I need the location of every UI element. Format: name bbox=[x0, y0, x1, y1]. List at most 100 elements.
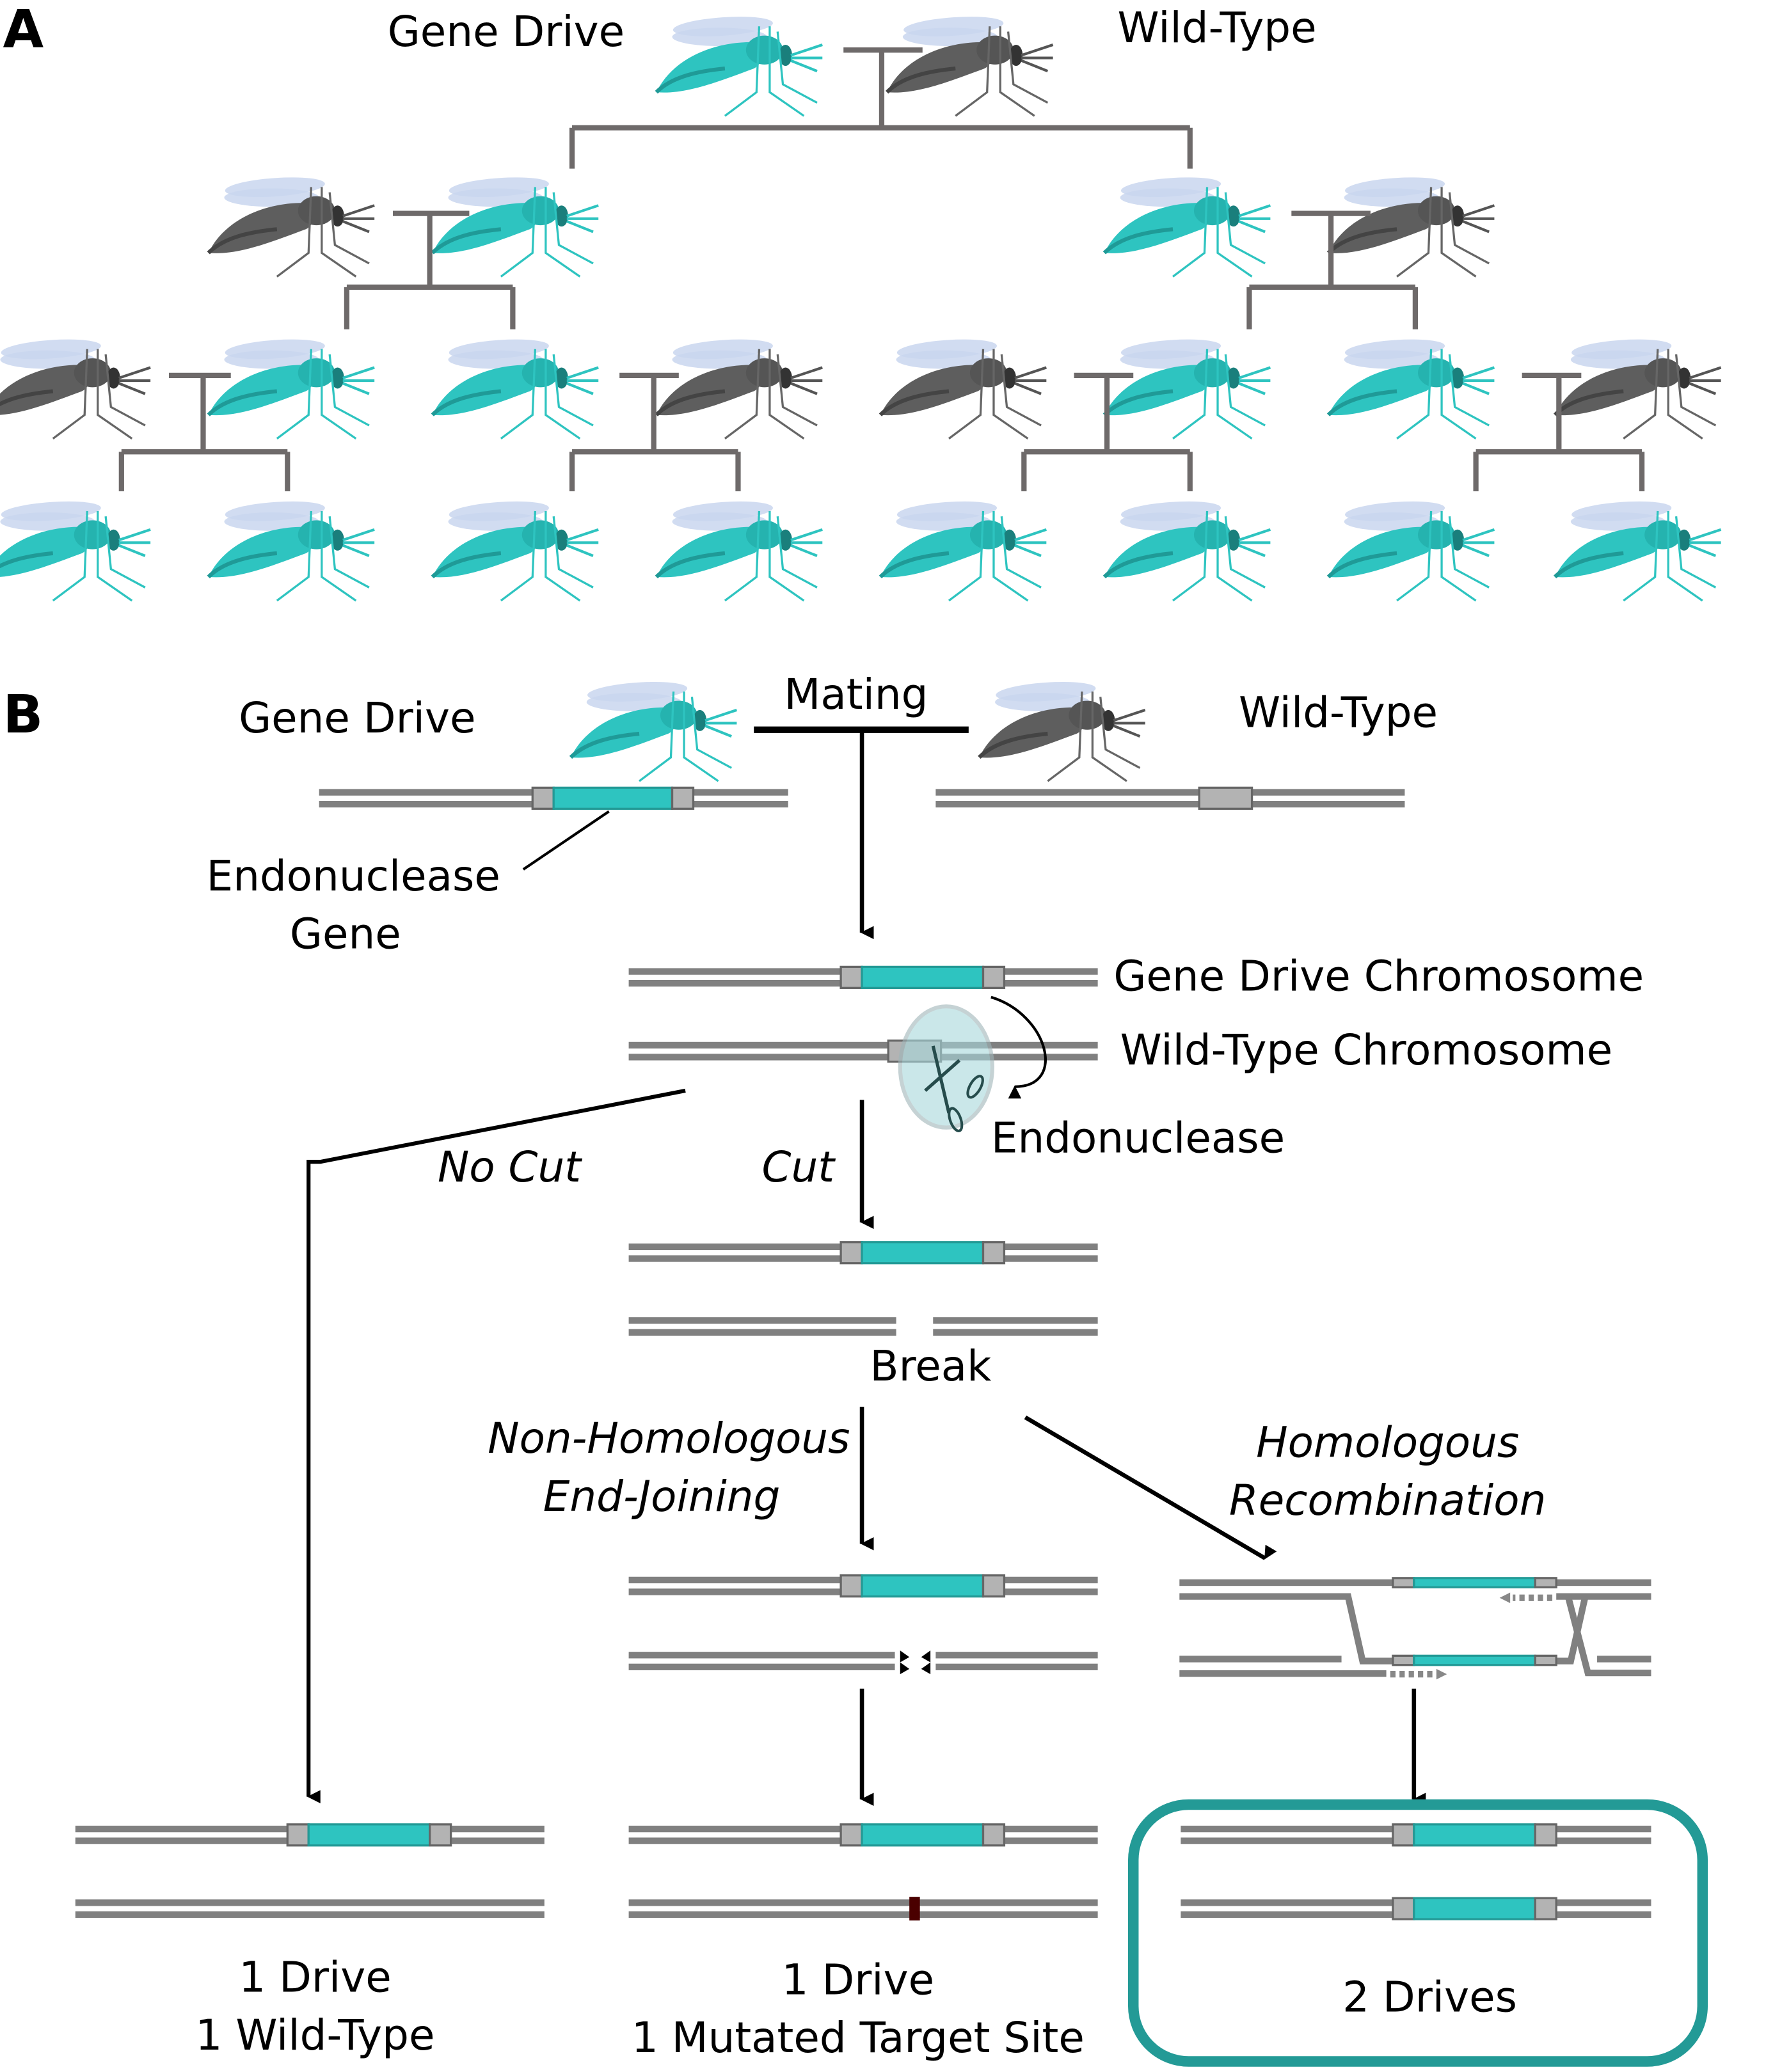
no-cut-label: No Cut bbox=[438, 1143, 582, 1192]
gene-drive-mosquito-icon bbox=[1328, 498, 1494, 601]
homology-arm bbox=[286, 1823, 310, 1847]
homology-arm bbox=[982, 1823, 1006, 1847]
synthesis-arrowhead-icon bbox=[1499, 1592, 1511, 1603]
chromosome-strand bbox=[628, 1329, 896, 1336]
endonuclease-scissors-icon bbox=[898, 1004, 994, 1132]
chromosome-strand bbox=[628, 1054, 1098, 1061]
chromosome-strand bbox=[628, 1041, 1098, 1049]
chromosome-strand bbox=[935, 789, 1405, 796]
parent-wild-chromosome bbox=[935, 786, 1405, 810]
homology-arm bbox=[1392, 1654, 1415, 1666]
nhej-label-line1: Non-Homologous bbox=[488, 1414, 850, 1463]
endonuclease-gene-cassette bbox=[861, 1241, 985, 1265]
chromosome-strand bbox=[75, 1899, 545, 1906]
nhej-drive-chromosome bbox=[628, 1574, 1098, 1598]
homologous-recombination-chromosomes bbox=[1179, 1577, 1651, 1680]
homology-arm bbox=[982, 1241, 1006, 1265]
chromosome-strand bbox=[628, 1652, 895, 1659]
chromosome-strand bbox=[628, 1317, 896, 1324]
gene-drive-mosquito-icon bbox=[433, 336, 598, 439]
wild-type-chromosome-label: Wild-Type Chromosome bbox=[1120, 1025, 1613, 1075]
chromosome-strand bbox=[1179, 1656, 1342, 1663]
endonuclease-gene-cassette bbox=[307, 1823, 431, 1847]
wild-type-mosquito-icon bbox=[887, 14, 1053, 116]
wild-type-mosquito-icon bbox=[1555, 336, 1721, 439]
outcome2-line2: 1 Mutated Target Site bbox=[632, 2013, 1085, 2062]
homology-arm bbox=[1534, 1654, 1557, 1666]
mutated-target-site bbox=[909, 1897, 920, 1921]
chromosome-strand bbox=[933, 1329, 1098, 1336]
break-label: Break bbox=[870, 1341, 991, 1391]
panel-a-label: A bbox=[3, 0, 44, 60]
panel-a-wild-type-label: Wild-Type bbox=[1118, 3, 1317, 52]
gene-drive-mosquito-icon bbox=[1104, 175, 1270, 277]
panel-b-wild-type-label: Wild-Type bbox=[1239, 688, 1438, 738]
parent-drive-chromosome bbox=[319, 786, 788, 810]
homology-arm bbox=[1392, 1823, 1415, 1847]
homology-arm bbox=[1392, 1897, 1415, 1920]
endonuclease-curved-arrow bbox=[990, 995, 1047, 1099]
nhej-joining-chromosome bbox=[628, 1650, 1098, 1675]
homology-arm bbox=[1392, 1577, 1415, 1588]
panel-b-gene-drive-label: Gene Drive bbox=[239, 693, 475, 743]
chromosome-strand bbox=[628, 1911, 1098, 1918]
pedigree-tree bbox=[0, 14, 1721, 601]
endonuclease-gene-cassette bbox=[1413, 1897, 1536, 1920]
outcome1-line2: 1 Wild-Type bbox=[196, 2011, 435, 2060]
outcome3-line1: 2 Drives bbox=[1342, 1972, 1517, 2021]
chromosome-strand bbox=[935, 800, 1405, 808]
gene-drive-mosquito-icon bbox=[209, 498, 374, 601]
join-arrow-icon bbox=[900, 1662, 910, 1675]
gene-drive-mosquito-icon bbox=[1104, 498, 1270, 601]
gene-drive-mosquito-icon bbox=[1328, 336, 1494, 439]
gene-drive-mosquito-icon bbox=[571, 679, 736, 782]
endonuclease-label: Endonuclease bbox=[991, 1114, 1285, 1163]
gene-drive-mosquito-icon bbox=[433, 175, 598, 277]
outcome1-line1: 1 Drive bbox=[239, 1952, 391, 2002]
two-drives-highlight-box bbox=[1127, 1799, 1708, 2067]
homology-arm bbox=[531, 786, 555, 810]
chromosome-strand bbox=[1597, 1656, 1651, 1663]
hr-arrow bbox=[1024, 1415, 1277, 1560]
homology-arm bbox=[839, 1241, 863, 1265]
cut-stage-drive-chromosome bbox=[628, 1241, 1098, 1265]
outcome1-drive-chromosome bbox=[75, 1823, 545, 1847]
outcome3-drive-chromosome-1 bbox=[1181, 1823, 1651, 1847]
crossover-strand bbox=[1564, 1595, 1651, 1677]
wild-type-mosquito-icon bbox=[209, 175, 374, 277]
panel-b-label: B bbox=[3, 684, 44, 745]
chromosome-strand bbox=[935, 1652, 1098, 1659]
endonuclease-gene-pointer bbox=[522, 810, 610, 871]
join-arrow-icon bbox=[921, 1650, 931, 1663]
outcome3-drive-chromosome-2 bbox=[1181, 1897, 1651, 1920]
chromosome-strand bbox=[935, 1663, 1098, 1670]
homology-arm bbox=[429, 1823, 452, 1847]
outcome1-wild-chromosome bbox=[75, 1899, 545, 1918]
crossover-strand bbox=[1556, 1595, 1589, 1665]
synthesis-arrowhead-icon bbox=[1436, 1668, 1447, 1680]
homology-arm bbox=[982, 1574, 1006, 1598]
cut-label: Cut bbox=[762, 1143, 836, 1192]
hr-label-line2: Recombination bbox=[1229, 1476, 1546, 1525]
outcome2-line1: 1 Drive bbox=[782, 1956, 934, 2005]
wild-type-mosquito-icon bbox=[979, 679, 1145, 782]
outcome2-drive-chromosome bbox=[628, 1823, 1098, 1847]
target-site bbox=[1198, 786, 1253, 810]
panel-a-gene-drive-label: Gene Drive bbox=[388, 7, 624, 56]
gene-drive-mosquito-icon bbox=[209, 336, 374, 439]
homology-arm bbox=[1534, 1823, 1557, 1847]
join-arrow-icon bbox=[900, 1650, 910, 1663]
homology-arm bbox=[839, 1823, 863, 1847]
chromosome-strand bbox=[1179, 1670, 1387, 1677]
homology-arm bbox=[839, 965, 863, 989]
endonuclease-gene-cassette bbox=[861, 1823, 985, 1847]
endonuclease-gene-cassette bbox=[1413, 1823, 1536, 1847]
outcome2-mutated-chromosome bbox=[628, 1897, 1098, 1921]
wild-type-mosquito-icon bbox=[0, 336, 150, 439]
wild-type-mosquito-icon bbox=[880, 336, 1046, 439]
endonuclease-gene-cassette bbox=[1413, 1654, 1536, 1666]
homology-arm bbox=[1534, 1897, 1557, 1920]
gene-drive-mosquito-icon bbox=[433, 498, 598, 601]
mating-label: Mating bbox=[784, 670, 928, 719]
